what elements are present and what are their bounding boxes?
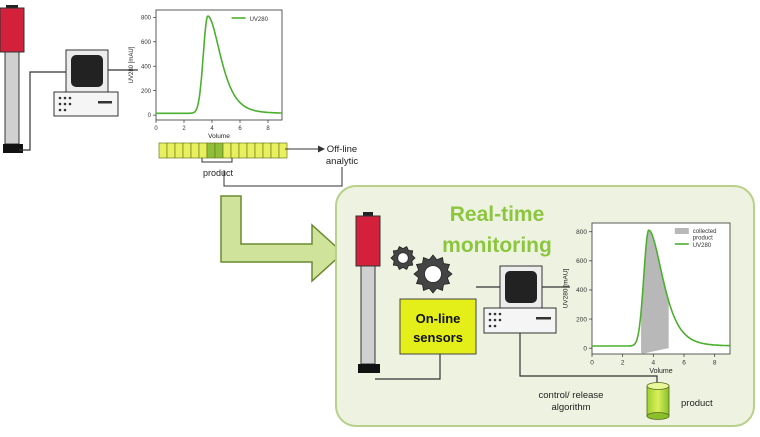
chromatography-column-top [0,5,25,153]
x-tick-label: 6 [682,360,686,367]
fraction-cell [206,142,216,159]
x-tick-label: 0 [590,360,594,367]
computer-bottom [483,265,557,334]
x-tick-label: 4 [652,360,656,367]
fraction-cell [222,142,232,159]
online-sensors-box [399,298,477,355]
y-axis-label: UV280 [mAU] [563,268,570,308]
x-axis-label: Volume [208,133,230,140]
wire-column-computer [19,71,66,151]
y-tick-label: 0 [583,345,587,352]
product-vessel-icon [646,382,670,420]
sensors-label-1: On-line [416,311,461,326]
control-label-1: control/ release [539,390,604,401]
y-tick-label: 200 [141,89,152,95]
x-tick-label: 6 [238,126,242,132]
fraction-cell [174,142,184,159]
fraction-cell [262,142,272,159]
wire-sensors-column [375,354,441,380]
x-tick-label: 8 [713,360,717,367]
panel-title-2: monitoring [442,234,552,257]
fraction-cell [270,142,280,159]
gears-icon [390,246,453,294]
control-line [519,333,658,386]
fraction-cell [166,142,176,159]
legend-label-uv280: UV280 [250,17,269,23]
plot-frame [155,9,283,121]
x-tick-label: 2 [621,360,625,367]
control-label-2: algorithm [551,402,590,413]
sensors-label-2: sensors [413,330,463,345]
fraction-cell [246,142,256,159]
legend-label-collected: collected [693,229,717,235]
x-axis-label: Volume [649,368,672,375]
chromatography-column-bottom [355,212,381,373]
fraction-cell [214,142,224,159]
fraction-cell [158,142,168,159]
x-tick-label: 0 [154,126,158,132]
y-tick-label: 600 [576,258,587,265]
fraction-cell [230,142,240,159]
offline-feedback-line [223,167,343,187]
fraction-cell [278,142,288,159]
collected-product-area [641,230,669,354]
y-tick-label: 0 [148,113,152,119]
product-fraction-label: product [203,168,234,178]
fraction-cell [198,142,208,159]
y-tick-label: 800 [576,229,587,236]
computer-top [53,49,119,117]
offline-label-2: analytic [326,156,358,167]
series-line-uv280 [156,15,282,115]
offline-label-1: Off-line [327,144,357,155]
y-tick-label: 600 [141,40,152,46]
product-vessel-label: product [681,398,713,409]
x-tick-label: 8 [266,126,270,132]
product-bracket [201,158,233,163]
y-tick-label: 400 [576,287,587,294]
fraction-strip [158,142,288,159]
legend-label-uv280: UV280 [693,243,712,249]
legend-swatch-collected [674,228,689,234]
fraction-cell [182,142,192,159]
y-tick-label: 400 [141,64,152,70]
gear-small-hub [397,252,409,264]
offline-arrow-head [318,145,325,153]
y-tick-label: 800 [141,15,152,21]
fraction-cell [238,142,248,159]
fraction-cell [254,142,264,159]
y-axis-label: UV280 [mAU] [129,46,135,83]
series-line-uv280 [592,229,730,347]
legend-label-collected-2: product [693,236,713,242]
y-tick-label: 200 [576,316,587,323]
panel-title-1: Real-time [450,203,545,226]
transition-arrow [220,195,345,283]
x-tick-label: 4 [210,126,214,132]
x-tick-label: 2 [182,126,186,132]
offline-process [0,5,138,153]
gear-large-hub [423,264,443,284]
fraction-cell [190,142,200,159]
